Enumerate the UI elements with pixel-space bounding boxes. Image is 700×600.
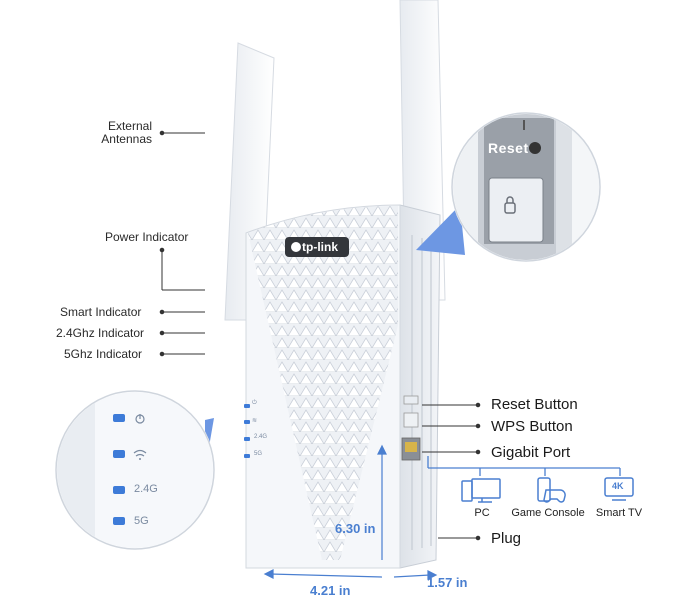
width-dimension: 4.21 in xyxy=(310,583,351,598)
side-panel xyxy=(399,204,441,569)
front-led-wifi-icon: ≋ xyxy=(252,418,258,424)
front-led-5-label: 5G xyxy=(254,451,263,457)
logo-badge xyxy=(285,237,349,257)
plug-label: Plug xyxy=(491,530,522,547)
depth-dimension: 1.57 in xyxy=(427,575,468,590)
zoom-reset-label: Reset xyxy=(488,140,529,156)
power-indicator-label: Power Indicator xyxy=(105,230,189,244)
front-led-power-icon: ⏻ xyxy=(252,400,257,406)
indicator-24-label: 2.4Ghz Indicator xyxy=(56,326,145,340)
game-console-icon xyxy=(537,477,566,503)
reset-button-label: Reset Button xyxy=(491,396,578,413)
wps-button-label: WPS Button xyxy=(491,418,573,435)
device-pc-label: PC xyxy=(474,507,490,519)
front-leds xyxy=(244,404,250,458)
external-antennas-label: External Antennas xyxy=(101,119,152,146)
smart-tv-icon xyxy=(604,477,634,501)
gigabit-port-label: Gigabit Port xyxy=(491,444,571,461)
tv-4k-badge: 4K xyxy=(612,481,624,491)
device-smart-tv-label: Smart TV xyxy=(595,507,643,519)
wps-button-shape xyxy=(403,412,419,428)
zoom-right-pointer xyxy=(416,205,465,255)
zoom-5-label: 5G xyxy=(134,515,149,527)
height-dimension: 6.30 in xyxy=(335,521,376,536)
reset-hole xyxy=(403,395,419,405)
device-game-console-label: Game Console xyxy=(511,507,585,519)
smart-indicator-label: Smart Indicator xyxy=(60,305,142,319)
pc-icon xyxy=(461,478,501,503)
front-led-24-label: 2.4G xyxy=(254,434,268,440)
tp-link-logo: tp-link xyxy=(302,240,338,254)
indicator-5-label: 5Ghz Indicator xyxy=(64,347,143,361)
triangle-pattern xyxy=(248,206,398,560)
zoom-24-label: 2.4G xyxy=(134,483,158,495)
